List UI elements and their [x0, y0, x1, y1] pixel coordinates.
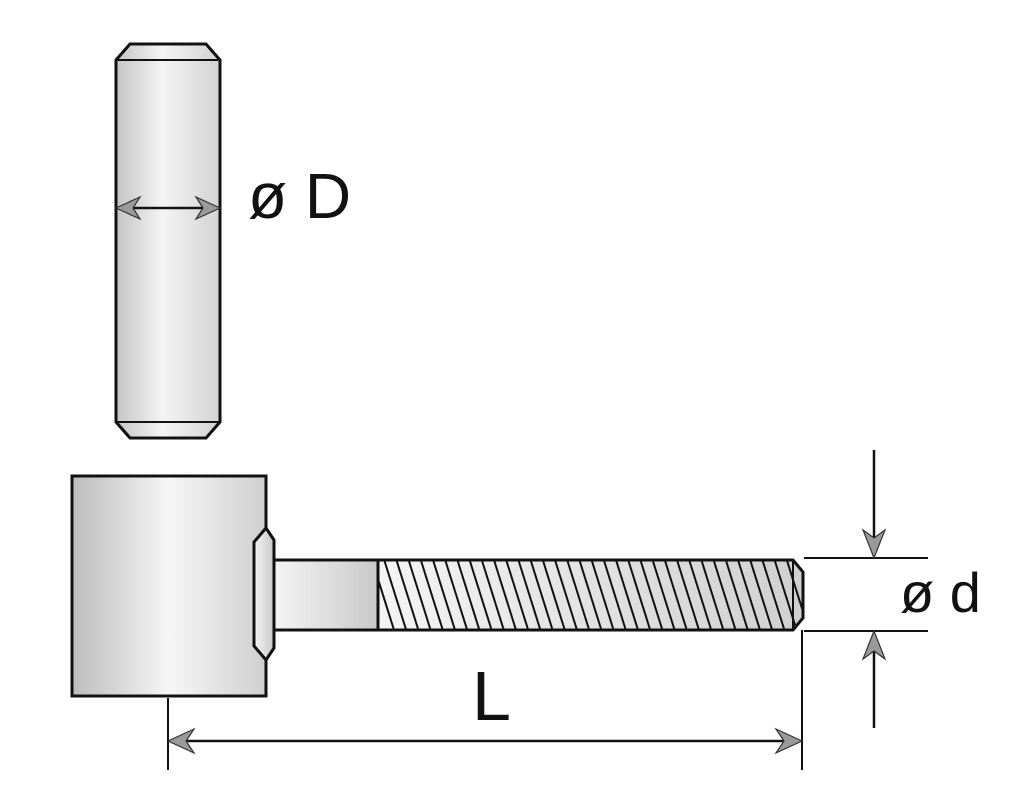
thread-line — [700, 560, 725, 630]
thread-line — [383, 560, 408, 630]
hinge-shaft-plain — [272, 558, 380, 632]
length-dimension — [166, 630, 804, 770]
hinge-head-block — [70, 474, 276, 698]
pin-diameter-label: ø D — [248, 160, 351, 232]
arrowhead-right-icon — [194, 195, 222, 221]
pin-diameter-arrow — [114, 195, 222, 221]
length-label: L — [472, 657, 511, 735]
arrowhead-up-icon — [861, 629, 887, 661]
thread-line — [651, 560, 676, 630]
pin-cylinder — [114, 42, 222, 440]
thread-line — [724, 560, 749, 630]
thread-line — [554, 560, 578, 630]
thread-line — [468, 560, 493, 630]
thread-line — [378, 560, 395, 630]
thread-line — [590, 560, 615, 630]
thread-line — [407, 560, 432, 630]
thread-line — [761, 560, 786, 630]
arrowhead-down-icon — [861, 528, 887, 560]
thread-line — [493, 560, 517, 630]
thread-line — [444, 560, 469, 630]
thread-line — [663, 560, 688, 630]
thread-line — [627, 560, 652, 630]
thread-line — [456, 560, 481, 630]
thread-line — [505, 560, 530, 630]
arrowhead-left-icon — [166, 727, 196, 755]
thread-line — [615, 560, 639, 630]
arrowhead-right-icon — [774, 727, 804, 755]
hinge-shaft-thread — [376, 558, 833, 632]
thread-line — [480, 560, 505, 630]
thread-line — [395, 560, 420, 630]
thread-line — [712, 560, 737, 630]
thread-line — [676, 560, 700, 630]
thread-line — [639, 560, 664, 630]
thread-diameter-dimension — [804, 450, 928, 728]
thread-hatch — [378, 560, 833, 630]
thread-line — [602, 560, 627, 630]
thread-diameter-label: ø d — [900, 561, 981, 624]
arrowhead-left-icon — [114, 195, 142, 221]
thread-line — [688, 560, 713, 630]
thread-line — [529, 560, 554, 630]
thread-line — [798, 560, 803, 630]
thread-line — [811, 560, 833, 630]
thread-line — [541, 560, 566, 630]
thread-line — [737, 560, 761, 630]
thread-line — [749, 560, 774, 630]
thread-line — [432, 560, 456, 630]
thread-line — [566, 560, 591, 630]
thread-line — [785, 560, 803, 630]
thread-line — [517, 560, 542, 630]
thread-line — [578, 560, 603, 630]
thread-line — [419, 560, 444, 630]
